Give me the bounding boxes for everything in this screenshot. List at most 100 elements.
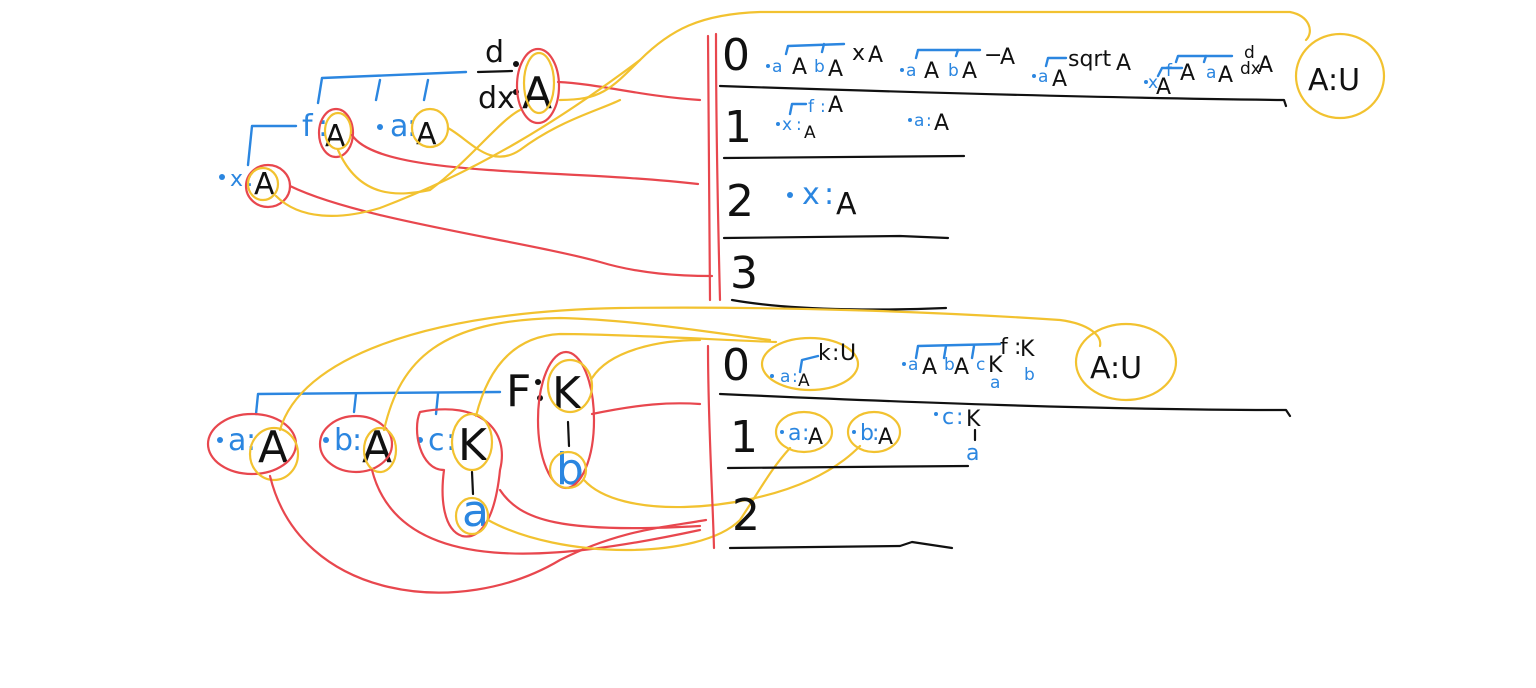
bottom-row-separator-0 (718, 392, 1292, 418)
svg-text:a: a (1206, 63, 1216, 83)
colon: : (246, 167, 253, 192)
top-red-connectors (288, 80, 714, 278)
svg-text:A: A (924, 59, 939, 84)
svg-text:x: x (782, 115, 792, 135)
svg-text:x: x (802, 177, 820, 212)
bottom-row-0-items: a : A k : U a A b A c K a f : K b (760, 335, 1035, 393)
svg-text:A: A (878, 425, 893, 450)
top-binding-brackets (246, 70, 468, 167)
top-rule (706, 32, 722, 302)
bottom-row-label-1: 1 (730, 412, 758, 463)
svg-text::: : (792, 367, 798, 387)
svg-text:b: b (814, 57, 825, 77)
universe-label: A:U (1090, 351, 1142, 386)
svg-text:a: a (788, 421, 801, 446)
svg-text:f: f (808, 97, 815, 117)
svg-text:K: K (988, 353, 1003, 378)
svg-text:a: a (780, 367, 790, 387)
bottom-rule (706, 344, 716, 550)
svg-text:A: A (808, 425, 823, 450)
svg-text:A: A (792, 55, 807, 80)
svg-text:A: A (1000, 45, 1015, 70)
svg-text::: : (802, 421, 809, 446)
var-c: c (428, 423, 445, 458)
svg-text:a: a (772, 57, 782, 77)
bottom-yellow-connectors (278, 306, 1102, 551)
top-row-label-3: 3 (730, 248, 758, 299)
svg-text:b: b (1024, 365, 1035, 385)
bottom-row-separator-2 (728, 540, 954, 550)
svg-text:a: a (990, 373, 1000, 393)
svg-text:A: A (1156, 75, 1171, 100)
svg-text:dx: dx (1240, 59, 1261, 79)
top-row-label-0: 0 (722, 30, 750, 81)
bottom-row-label-2: 2 (732, 490, 760, 541)
top-universe-badge: A:U (1294, 32, 1386, 120)
deriv-bottom: dx (478, 81, 515, 116)
top-row-label-1: 1 (724, 102, 752, 153)
dot-icon (217, 437, 223, 443)
svg-text:K: K (1020, 337, 1035, 362)
colon: : (318, 109, 328, 144)
top-context-a: a : A (377, 109, 437, 152)
dot-icon (535, 379, 541, 385)
var-F: F (506, 366, 531, 417)
svg-text:K: K (966, 407, 981, 432)
svg-text:a: a (914, 111, 924, 131)
arg-a: a (462, 486, 489, 537)
var-b: b (334, 423, 353, 458)
svg-text:A: A (1218, 63, 1233, 88)
svg-text::: : (820, 97, 826, 117)
svg-text:A: A (954, 355, 969, 380)
svg-text:A: A (828, 93, 843, 118)
bottom-row-1-items: a : A b : A c : K a (774, 405, 981, 466)
top-yellow-connectors (274, 10, 1311, 217)
top-red-circles (244, 47, 561, 209)
top-context-deriv: d dx A (476, 35, 552, 119)
svg-text:f: f (1166, 61, 1173, 81)
deriv-top: d (485, 35, 504, 70)
top-row-1-items: x : A f : A a : A (776, 93, 949, 143)
dot-icon (323, 437, 329, 443)
top-row-separator-2 (722, 234, 950, 240)
svg-text:A: A (828, 57, 843, 82)
bottom-universe-badge: A:U (1074, 322, 1178, 402)
type-K: K (458, 420, 488, 471)
bottom-context-F: F K b (506, 366, 584, 495)
type-A: A (522, 68, 552, 119)
top-row-0-items: a A b A x A a A b A − A a A sqrt A x (766, 41, 1273, 100)
svg-text:c: c (942, 405, 954, 430)
svg-text:A: A (1052, 67, 1067, 92)
svg-text:x: x (852, 41, 865, 66)
svg-text:A: A (1258, 53, 1273, 78)
bottom-red-connectors (268, 402, 708, 594)
svg-text::: : (1014, 335, 1021, 360)
top-row-label-2: 2 (726, 176, 754, 227)
svg-text:A: A (1180, 61, 1195, 86)
top-row-separator-1 (722, 154, 966, 160)
svg-text:a: a (966, 441, 979, 466)
svg-text::: : (832, 341, 839, 366)
svg-text:a: a (1038, 67, 1048, 87)
svg-text:A: A (868, 43, 883, 68)
top-row-separator-0 (718, 84, 1288, 108)
svg-text:b: b (944, 355, 955, 375)
dot-icon (219, 174, 225, 180)
svg-text:A: A (962, 59, 977, 84)
top-row-2-items: x : A (787, 177, 857, 222)
svg-text::: : (956, 405, 963, 430)
var-a: a (390, 109, 408, 144)
top-diagram: x : A f : A a : A d dx A (219, 10, 1386, 311)
bottom-row-label-0: 0 (722, 340, 750, 391)
top-context-x: x : A (219, 167, 275, 202)
colon: : (352, 423, 362, 458)
svg-text:b: b (948, 61, 959, 81)
svg-text:A: A (836, 187, 857, 222)
svg-text::: : (872, 421, 879, 446)
svg-text:a: a (906, 61, 916, 81)
fraction-bar (476, 69, 514, 74)
svg-text:A: A (922, 355, 937, 380)
svg-text:k: k (818, 341, 831, 366)
svg-text:b: b (860, 421, 874, 446)
